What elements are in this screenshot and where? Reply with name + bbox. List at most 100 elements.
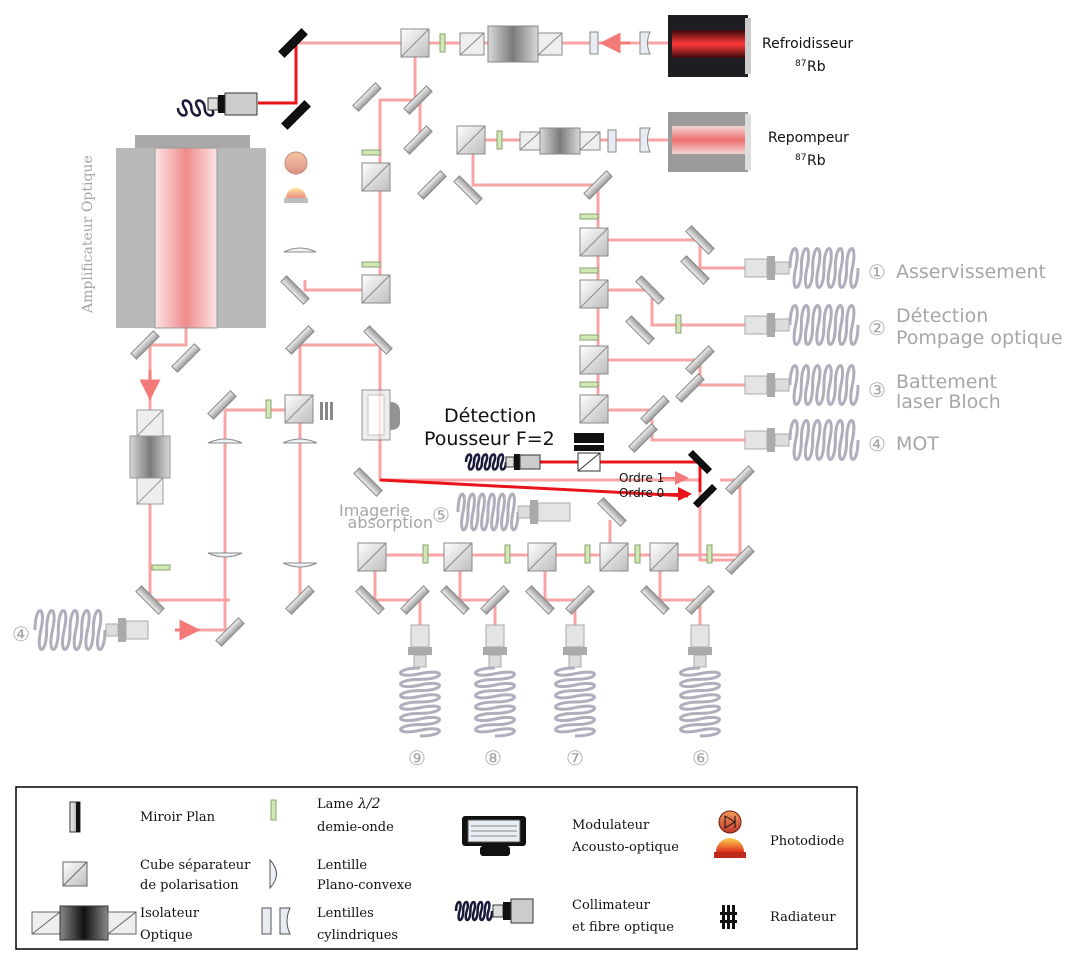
collimator-tip-amp [207,97,219,111]
collimator-tip-left [105,623,119,637]
fiber-coil-f9 [399,666,441,738]
collimator-tip-f6 [693,654,707,668]
halfwave-plates [151,33,713,571]
legend-lens-label1: Lentille [317,858,367,873]
collimator-ring-f4 [767,428,775,452]
collimator-ring-f7 [563,647,587,655]
output-2-label2: Pompage optique [896,327,1063,349]
legend: Miroir Plan Lame λ/2 demie-onde Modulate… [15,786,858,950]
fiber-coil-imaging [456,492,520,532]
collimator-ring-f1 [767,256,775,280]
legend-fiber-icon [454,898,534,924]
legend-isolator-icon [31,905,137,941]
bottom-out-6: ⑥ [692,746,710,770]
collimator-f4 [744,430,768,450]
fiber-coil-f1 [788,247,860,289]
collimator-ring-pusher [514,454,520,470]
repump-label: Repompeur [768,130,849,146]
collimator-ring-f8 [483,647,507,655]
order-labels: Ordre 1 Ordre 0 [619,471,664,500]
repump-isotope-sup: 87 [795,153,806,163]
output-2-num: ② [868,316,886,340]
collimator-imaging [537,502,571,522]
output-4-num: ④ [868,432,886,456]
legend-lens-icon [269,858,277,890]
amplifier-label: Amplificateur Optique [80,155,96,314]
mirrors-black [278,28,718,509]
fibers [33,92,860,738]
legend-mirror-label: Miroir Plan [140,810,216,825]
output-3-label2: laser Bloch [896,391,1001,413]
fiber-coil-left [33,609,107,651]
legend-halfwave-symbol: λ/2 [357,796,381,812]
fiber-coil-f2 [788,304,860,346]
legend-cube-icon [62,861,88,887]
radiator-left [320,402,333,420]
collimator-tip-f1 [774,261,790,275]
mirrors [130,82,755,647]
collimator-f1 [744,258,768,278]
imaging-num: ⑤ [432,503,450,527]
order-0-label: Ordre 0 [619,486,664,500]
isolator-cooler [459,25,563,63]
collimator-f8 [485,624,505,648]
legend-photodiode-icon [714,810,746,858]
collimator-tip-f4 [774,433,790,447]
collimator-tip-f9 [413,654,427,668]
legend-cube-label2: de polarisation [140,878,239,893]
collimator-ring-f9 [408,647,432,655]
pbs-cubes [284,28,679,572]
collimator-tip-f3 [774,378,790,392]
collimator-ring-f2 [767,313,775,337]
legend-isolator-label2: Optique [140,928,193,943]
repump-isotope: Rb [807,153,826,169]
legend-aom-label2: Acousto-optique [571,840,679,855]
output-1-label: Asservissement [896,261,1046,283]
legend-cyl-label2: cylindriques [317,928,398,943]
optical-amplifier [116,135,266,329]
legend-halfwave-label2: demie-onde [317,820,394,835]
legend-aom-icon [462,816,526,856]
imaging-label1: Imagerie [339,501,410,520]
cyl-lenses [589,31,651,153]
legend-photodiode-label: Photodiode [770,834,845,849]
collimator-f9 [410,624,430,648]
legend-cyl-label1: Lentilles [317,906,374,921]
collimator-tip-imaging [517,505,531,519]
fiber-coil-pusher [464,453,508,471]
aom-center [361,389,400,441]
legend-lens-label2: Plano-convexe [317,878,412,893]
right-output-labels: ① Asservissement ② Détection Pompage opt… [12,260,1063,770]
legend-halfwave-label1: Lame [317,797,354,812]
beam-paths [148,41,760,650]
collimator-ring-f3 [767,373,775,397]
legend-cube-label1: Cube séparateur [140,858,251,873]
cooler-isotope: Rb [807,59,826,75]
collimator-ring-imaging [530,500,538,524]
collimator-ring-f6 [688,647,712,655]
bottom-out-9: ⑨ [408,746,426,770]
legend-halfwave-icon [270,799,277,821]
collimator-f3 [744,375,768,395]
collimator-f2 [744,315,768,335]
pusher-label1: Détection [444,405,536,427]
fiber-coil-f8 [474,666,516,738]
pusher-label: Détection Pousseur F=2 [424,405,555,450]
collimator-ring-amp [218,95,225,113]
cooler-label: Refroidisseur [762,36,853,52]
laser-labels: Refroidisseur 87 Rb Repompeur 87 Rb [762,36,853,169]
legend-aom-label1: Modulateur [572,818,650,833]
collimator-tip-f7 [568,654,582,668]
photodiode-top [284,151,308,203]
bottom-out-7: ⑦ [566,746,584,770]
fiber-coil-f7 [554,666,596,738]
collimator-f7 [565,624,585,648]
collimator-amp [224,92,258,116]
output-2-label1: Détection [896,305,988,327]
legend-radiator-label: Radiateur [770,910,836,925]
imaging-label2: absorption [348,513,433,532]
legend-radiator-icon [720,905,737,929]
repump-laser [668,112,751,172]
